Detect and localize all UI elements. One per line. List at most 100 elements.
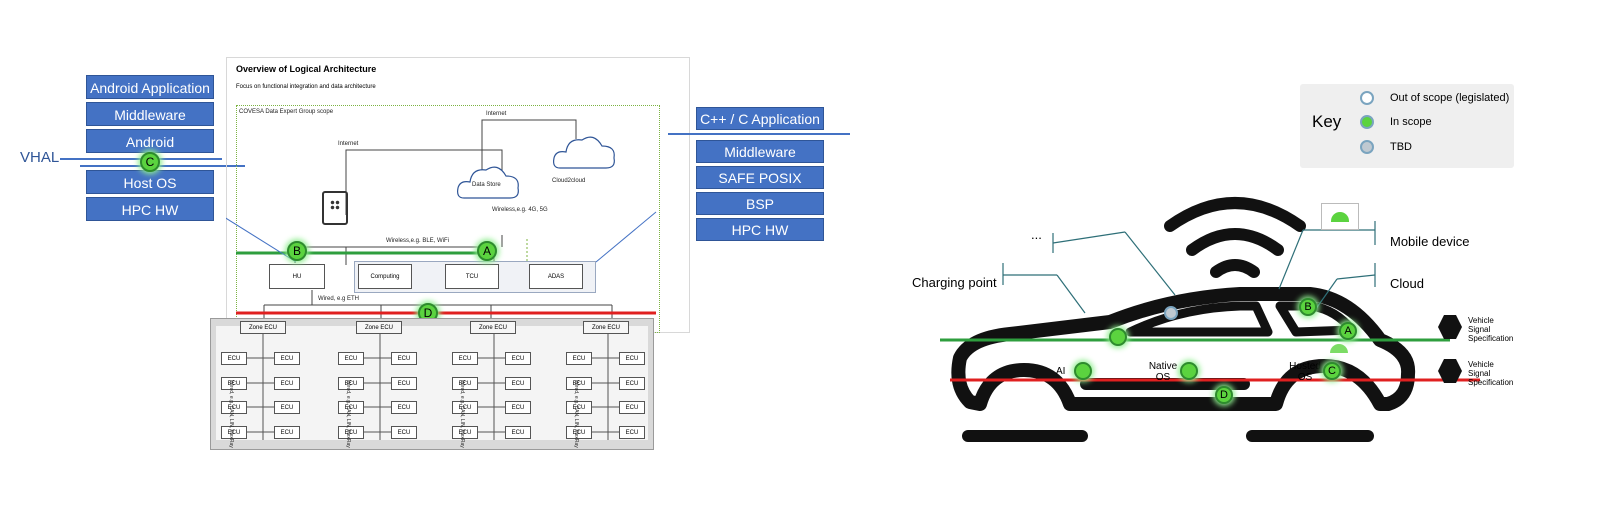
- architecture-connectors: [226, 119, 657, 319]
- computing-box: Computing: [358, 264, 412, 289]
- tablet-grid-icon: [330, 200, 340, 210]
- bus-label-2: Wired, e.g. CAN, LIN, FlexRay: [345, 380, 351, 448]
- hosted-os-label: Hosted OS: [1287, 361, 1323, 383]
- ecu: ECU: [391, 426, 417, 439]
- marker-a-car: A: [1339, 322, 1357, 340]
- scope-label: COVESA Data Expert Group scope: [239, 109, 334, 115]
- ecu: ECU: [566, 401, 592, 414]
- ecu: ECU: [338, 377, 364, 390]
- ecu: ECU: [274, 352, 300, 365]
- ecu: ECU: [221, 352, 247, 365]
- vss-text-bottom: Vehicle Signal Specification: [1468, 360, 1513, 387]
- ecu: ECU: [452, 352, 478, 365]
- stack-hpc-hw-right: HPC HW: [696, 218, 824, 241]
- native-os-line-2: OS: [1155, 372, 1171, 383]
- wireless-4g-label: Wireless,e.g. 4G, 5G: [492, 207, 548, 213]
- ecu: ECU: [338, 352, 364, 365]
- ecu: ECU: [566, 377, 592, 390]
- architecture-title: Overview of Logical Architecture: [236, 64, 377, 74]
- ecu: ECU: [619, 426, 645, 439]
- vhal-line-lower: [80, 165, 245, 167]
- zone-ecu-4: Zone ECU: [583, 321, 629, 334]
- marker-native-os: [1180, 362, 1198, 380]
- cloud2cloud-label: Cloud2cloud: [552, 178, 586, 184]
- tcu-box: TCU: [445, 264, 499, 289]
- cloud-label: Cloud: [1390, 276, 1424, 291]
- zone-ecu-1: Zone ECU: [240, 321, 286, 334]
- vss-line-3: Specification: [1468, 378, 1514, 387]
- bus-label-4: Wired, e.g. CAN, LIN, FlexRay: [573, 380, 579, 448]
- stack-middleware: Middleware: [86, 102, 214, 126]
- vss-line-1: Vehicle: [1468, 360, 1494, 369]
- hosted-os-line-1: Hosted: [1289, 361, 1321, 372]
- bus-label-1: Wired, e.g. CAN, LIN, FlexRay: [228, 380, 234, 448]
- native-os-label: Native OS: [1148, 361, 1178, 383]
- tablet-icon: [322, 191, 348, 225]
- ecu: ECU: [452, 426, 478, 439]
- key-out-of-scope-icon: [1360, 91, 1374, 105]
- ecu: ECU: [274, 426, 300, 439]
- marker-b-architecture: B: [287, 241, 307, 261]
- wired-eth-label: Wired, e.g ETH: [318, 296, 360, 302]
- ecu: ECU: [566, 352, 592, 365]
- marker-b-car: B: [1299, 298, 1317, 316]
- ecu: ECU: [221, 401, 247, 414]
- hosted-os-line-2: OS: [1297, 372, 1313, 383]
- data-store-cloud-icon: [457, 166, 519, 199]
- marker-a-architecture: A: [477, 241, 497, 261]
- key-tbd-label: TBD: [1390, 141, 1412, 153]
- marker-c-car: C: [1323, 362, 1341, 380]
- ecu: ECU: [505, 352, 531, 365]
- mobile-device-label: Mobile device: [1390, 234, 1470, 249]
- marker-ai: [1074, 362, 1092, 380]
- ecu: ECU: [505, 377, 531, 390]
- vss-line-2: Signal: [1468, 325, 1491, 334]
- ecu: ECU: [505, 426, 531, 439]
- vss-hexagon-icon: [1438, 315, 1462, 339]
- ecu: ECU: [391, 377, 417, 390]
- ecu: ECU: [452, 377, 478, 390]
- mobile-device-frame: [1321, 203, 1359, 230]
- ecu: ECU: [452, 401, 478, 414]
- android-icon-hosted: [1330, 344, 1348, 353]
- ai-label: AI: [1056, 366, 1066, 377]
- key-title: Key: [1312, 112, 1342, 131]
- key-in-scope-label: In scope: [1390, 116, 1432, 128]
- vss-text-top: Vehicle Signal Specification: [1468, 316, 1513, 343]
- ecu: ECU: [391, 401, 417, 414]
- bus-label-3: Wired, e.g. CAN, LIN, FlexRay: [459, 380, 465, 448]
- internet-label-right: Internet: [486, 111, 507, 117]
- stack-safe-posix: SAFE POSIX: [696, 166, 824, 189]
- charging-point-label: Charging point: [912, 275, 997, 290]
- vss-hexagon-icon: [1438, 359, 1462, 383]
- stack-middleware-right: Middleware: [696, 140, 824, 163]
- key-tbd-icon: [1360, 140, 1374, 154]
- ecu: ECU: [391, 352, 417, 365]
- zone-ecu-2: Zone ECU: [356, 321, 402, 334]
- stack-bsp: BSP: [696, 192, 824, 215]
- right-stack-divider: [668, 133, 850, 135]
- ecu: ECU: [274, 377, 300, 390]
- internet-label-left: Internet: [338, 141, 359, 147]
- ecu: ECU: [338, 426, 364, 439]
- ecu: ECU: [338, 401, 364, 414]
- ecu: ECU: [505, 401, 531, 414]
- cloud2cloud-icon: [553, 136, 615, 169]
- ecu: ECU: [619, 401, 645, 414]
- stack-android: Android: [86, 129, 214, 153]
- ecu-bus-lines: [247, 334, 619, 440]
- ecu: ECU: [274, 401, 300, 414]
- ecu: ECU: [221, 377, 247, 390]
- native-os-line-1: Native: [1148, 361, 1178, 372]
- vss-line-3: Specification: [1468, 334, 1514, 343]
- wireless-ble-label: Wireless,e.g. BLE, WiFi: [386, 238, 450, 244]
- key-out-of-scope-label: Out of scope (legislated): [1390, 92, 1510, 104]
- vss-line-2: Signal: [1468, 369, 1491, 378]
- stack-hpc-hw: HPC HW: [86, 197, 214, 221]
- stack-cpp-application: C++ / C Application: [696, 107, 824, 130]
- marker-tbd-ellipsis: [1164, 306, 1178, 320]
- key-panel: Key Out of scope (legislated) In scope T…: [1300, 84, 1514, 168]
- vhal-label: VHAL: [20, 149, 60, 166]
- marker-charging-point: [1109, 328, 1127, 346]
- architecture-subtitle: Focus on functional integration and data…: [236, 84, 376, 90]
